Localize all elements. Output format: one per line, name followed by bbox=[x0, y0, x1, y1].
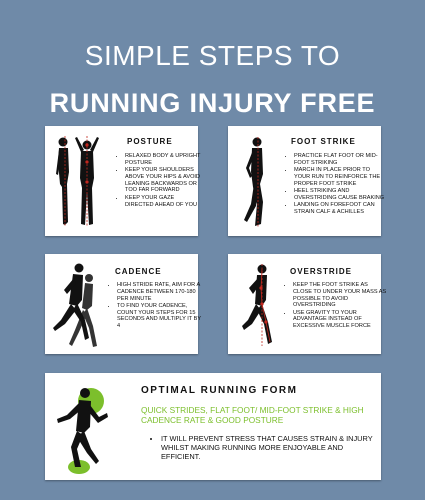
overstride-bullets: KEEP THE FOOT STRIKE AS CLOSE TO UNDER Y… bbox=[283, 282, 387, 331]
overstride-figure-icon bbox=[242, 264, 272, 346]
list-item: LANDING ON FOREFOOT CAN STRAIN CALF & AC… bbox=[294, 202, 386, 216]
posture-bullets: RELAXED BODY & UPRIGHT POSTURE KEEP YOUR… bbox=[115, 153, 201, 209]
cadence-runners-icon bbox=[53, 263, 97, 347]
foot-strike-card: FOOT STRIKE PRACTICE FLAT FOOT OR MID-FO… bbox=[228, 126, 384, 236]
overstride-heading: OVERSTRIDE bbox=[290, 267, 353, 276]
optimal-subtitle: QUICK STRIDES, FLAT FOOT/ MID-FOOT STRIK… bbox=[141, 405, 364, 425]
posture-card: POSTURE RELAXED BODY & UPRIGHT POSTURE K… bbox=[45, 126, 201, 236]
optimal-runner-icon bbox=[57, 388, 108, 474]
list-item: HIGH STRIDE RATE, AIM FOR A CADENCE BETW… bbox=[117, 282, 203, 302]
posture-heading: POSTURE bbox=[127, 137, 173, 146]
optimal-form-card: OPTIMAL RUNNING FORM QUICK STRIDES, FLAT… bbox=[45, 373, 381, 480]
posture-figure-icon bbox=[56, 136, 99, 227]
list-item: TO FIND YOUR CADENCE, COUNT YOUR STEPS F… bbox=[117, 303, 203, 330]
title-line-2: RUNNING INJURY FREE bbox=[49, 88, 376, 118]
list-item: HEEL STRIKING AND OVERSTRIDING CAUSE BRA… bbox=[294, 188, 386, 202]
optimal-heading: OPTIMAL RUNNING FORM bbox=[141, 385, 298, 396]
foot-strike-bullets: PRACTICE FLAT FOOT OR MID-FOOT STRIKING … bbox=[284, 153, 386, 216]
list-item: KEEP YOUR GAZE DIRECTED AHEAD OF YOU bbox=[125, 195, 201, 209]
list-item: KEEP YOUR SHOULDERS ABOVE YOUR HIPS & AV… bbox=[125, 167, 201, 194]
cadence-card: CADENCE HIGH STRIDE RATE, AIM FOR A CADE… bbox=[45, 254, 201, 354]
title-line-1: SIMPLE STEPS TO bbox=[84, 40, 341, 71]
list-item: MARCH IN PLACE PRIOR TO YOUR RUN TO REIN… bbox=[294, 167, 386, 187]
foot-strike-heading: FOOT STRIKE bbox=[291, 137, 356, 146]
cadence-bullets: HIGH STRIDE RATE, AIM FOR A CADENCE BETW… bbox=[107, 282, 203, 331]
list-item: RELAXED BODY & UPRIGHT POSTURE bbox=[125, 153, 201, 167]
optimal-bullets: IT WILL PREVENT STRESS THAT CAUSES STRAI… bbox=[151, 434, 381, 462]
list-item: IT WILL PREVENT STRESS THAT CAUSES STRAI… bbox=[161, 434, 381, 462]
list-item: PRACTICE FLAT FOOT OR MID-FOOT STRIKING bbox=[294, 153, 386, 167]
list-item: USE GRAVITY TO YOUR ADVANTAGE INSTEAD OF… bbox=[293, 310, 387, 330]
list-item: KEEP THE FOOT STRIKE AS CLOSE TO UNDER Y… bbox=[293, 282, 387, 309]
foot-strike-figure-icon bbox=[244, 137, 263, 228]
cadence-heading: CADENCE bbox=[115, 267, 162, 276]
overstride-card: OVERSTRIDE KEEP THE FOOT STRIKE AS CLOSE… bbox=[228, 254, 386, 354]
